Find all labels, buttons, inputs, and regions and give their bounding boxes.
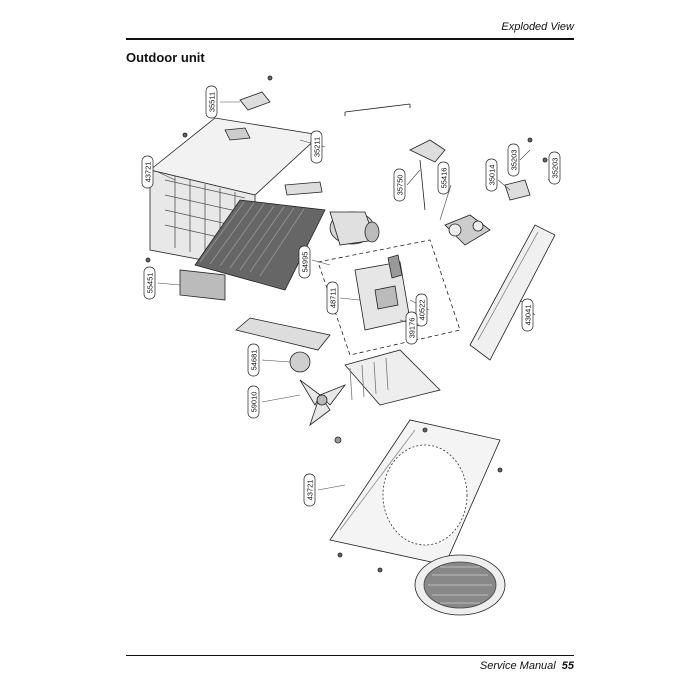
- part-callout-59010: 59010: [247, 385, 260, 419]
- callout-text: 39176: [408, 318, 417, 339]
- callout-box: [298, 245, 311, 279]
- part-callout-43721: 43721: [303, 473, 316, 507]
- callout-box: [393, 168, 406, 202]
- callout-text: 55416: [440, 168, 449, 189]
- screws-part: [145, 75, 548, 573]
- callout-text: 35014: [488, 165, 497, 186]
- control-box-part: [317, 239, 461, 356]
- callout-text: 48711: [329, 288, 338, 308]
- callout-text: 54995: [301, 252, 310, 273]
- part-callout-54995: 54995: [298, 245, 311, 279]
- callout-box: [303, 473, 316, 507]
- callout-text: 35203: [510, 150, 519, 171]
- side-panel-part: [469, 224, 556, 361]
- part-callout-35014: 35014: [485, 158, 498, 192]
- callout-text: 43721: [306, 480, 315, 501]
- callout-text: 35750: [396, 175, 405, 196]
- condenser-coil-part: [179, 181, 326, 301]
- part-callout-35203: 35203: [548, 151, 561, 185]
- part-callout-35750: 35750: [393, 168, 406, 202]
- callout-box: [415, 293, 428, 327]
- callout-box: [437, 161, 450, 195]
- callout-box: [141, 155, 154, 189]
- footer-rule: [126, 655, 574, 656]
- part-callout-55416: 55416: [437, 161, 450, 195]
- service-valve-part: [409, 139, 531, 246]
- callout-box: [521, 298, 534, 332]
- part-callout-43041: 43041: [521, 298, 534, 332]
- fan-guard-part: [414, 554, 506, 616]
- compressor-part: [329, 211, 380, 246]
- callout-text: 35203: [551, 158, 560, 179]
- callout-text: 59010: [250, 392, 259, 413]
- part-callout-35511: 35511: [205, 85, 218, 119]
- callout-box: [143, 266, 156, 300]
- motor-bracket-part: [235, 317, 331, 373]
- part-callout-35203: 35203: [507, 143, 520, 177]
- callout-box: [247, 343, 260, 377]
- cabinet-cover-part: [149, 91, 321, 271]
- callout-text: 43041: [524, 305, 533, 326]
- callout-box: [326, 281, 339, 315]
- header-title: Exploded View: [501, 21, 574, 33]
- page-number: 55: [561, 660, 574, 672]
- fan-propeller-part: [299, 379, 347, 444]
- callout-text: 35511: [208, 92, 217, 112]
- callout-text: 40522: [418, 300, 427, 321]
- callout-box: [548, 151, 561, 185]
- partition-part: [344, 349, 441, 406]
- callout-box: [247, 385, 260, 419]
- pipe-part: [344, 103, 411, 116]
- front-panel-part: [329, 419, 501, 566]
- footer: Service Manual 55: [480, 660, 574, 672]
- part-callout-35211: 35211: [310, 130, 323, 164]
- callout-text: 43721: [144, 162, 153, 183]
- part-callout-40522: 40522: [415, 293, 428, 327]
- callout-box: [485, 158, 498, 192]
- part-callout-54681: 54681: [247, 343, 260, 377]
- section-title: Outdoor unit: [126, 50, 205, 65]
- part-callout-39176: 39176: [405, 311, 418, 345]
- part-callout-43721: 43721: [141, 155, 154, 189]
- header-rule: [126, 38, 574, 40]
- callout-box: [205, 85, 218, 119]
- callout-text: 54681: [250, 350, 259, 371]
- footer-label: Service Manual: [479, 660, 556, 672]
- part-callout-48711: 48711: [326, 281, 339, 315]
- callout-box: [310, 130, 323, 164]
- callout-box: [405, 311, 418, 345]
- part-callout-55451: 55451: [143, 266, 156, 300]
- callout-text: 35211: [313, 137, 322, 157]
- callout-text: 55451: [146, 273, 155, 294]
- callout-box: [507, 143, 520, 177]
